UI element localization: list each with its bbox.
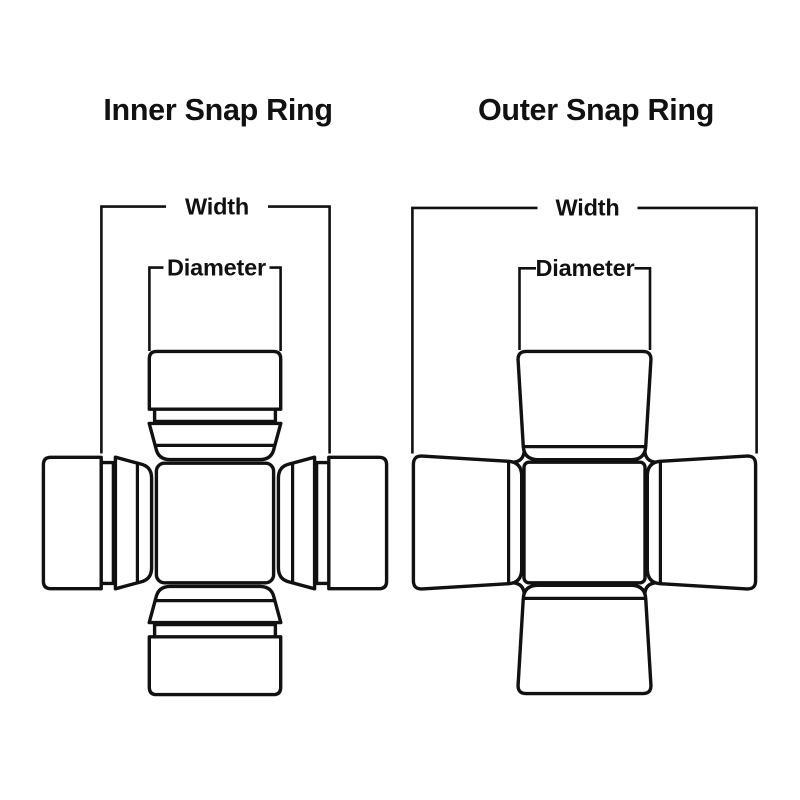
outer-snap-ring-figure: Outer Snap Ring Width Diameter [411, 93, 758, 696]
diameter-dimension-bracket [148, 266, 282, 351]
diameter-dimension-label: Diameter [167, 255, 266, 281]
diameter-dimension-label: Diameter [536, 255, 635, 281]
cross-body [154, 461, 276, 585]
diameter-dimension-bracket [518, 267, 652, 350]
inner-snap-ring-figure: Inner Snap Ring Width Diameter [41, 93, 389, 697]
ujoint-arm-top [147, 349, 283, 462]
ujoint-arm-left [41, 455, 154, 591]
width-dimension-bracket [411, 206, 758, 454]
width-dimension-label: Width [555, 195, 619, 221]
width-dimension-bracket [100, 205, 331, 454]
ujoint-arm-left [411, 449, 526, 596]
cross-body [522, 460, 647, 585]
figure-title: Inner Snap Ring [103, 93, 332, 127]
ujoint-arm-bottom [147, 584, 283, 697]
ujoint-arm-right [643, 449, 758, 596]
figure-title: Outer Snap Ring [478, 93, 714, 127]
ujoint-arm-top [511, 349, 658, 464]
ujoint-arm-right [276, 455, 389, 591]
ujoint-cross-inner [41, 349, 389, 697]
ujoint-cross-outer [411, 349, 758, 696]
ujoint-arm-bottom [511, 581, 658, 696]
width-dimension-label: Width [185, 194, 249, 220]
